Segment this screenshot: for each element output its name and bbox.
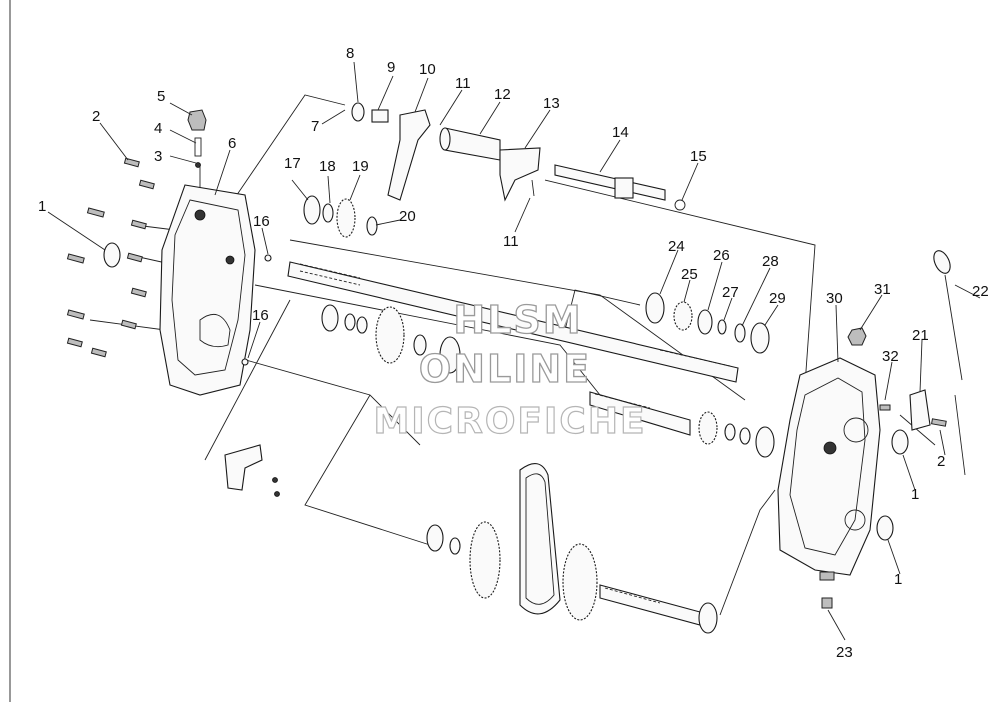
callout-19: 19 — [352, 158, 369, 175]
callout-31: 31 — [874, 281, 891, 298]
main-shaft-gears — [321, 304, 461, 374]
callout-17: 17 — [284, 155, 301, 172]
callout-25: 25 — [681, 266, 698, 283]
left-bolts — [66, 157, 155, 358]
callout-16-lower: 16 — [252, 307, 269, 324]
bracket — [224, 444, 280, 497]
callout-26: 26 — [713, 247, 730, 264]
callout-4: 4 — [154, 120, 162, 137]
callout-21: 21 — [912, 327, 929, 344]
callout-2: 2 — [92, 108, 100, 125]
callout-28: 28 — [762, 253, 779, 270]
callout-22-upper: 22 — [972, 283, 989, 300]
counter-shaft — [589, 391, 775, 458]
small-gear-set — [303, 195, 378, 238]
callout-1-right-lower: 1 — [894, 571, 902, 588]
callout-13: 13 — [543, 95, 560, 112]
callout-23: 23 — [836, 644, 853, 661]
watermark: HLSM ONLINE MICROFICHE — [373, 297, 646, 442]
watermark-line-1: HLSM — [453, 298, 582, 342]
callout-20: 20 — [399, 208, 416, 225]
dowel-pin-lower — [241, 358, 249, 366]
callout-15: 15 — [690, 148, 707, 165]
chain-and-sprockets — [426, 463, 718, 634]
callout-1-right-upper: 1 — [911, 486, 919, 503]
watermark-line-3: MICROFICHE — [373, 401, 646, 442]
callout-11-lower: 11 — [503, 233, 519, 250]
seal-left — [103, 242, 121, 268]
callout-12: 12 — [494, 86, 511, 103]
callout-32: 32 — [882, 348, 899, 365]
callout-14: 14 — [612, 124, 629, 141]
right-side-parts — [821, 327, 947, 609]
detent-plug-spring — [187, 109, 207, 168]
counter-gear-cluster — [645, 292, 770, 354]
callout-24: 24 — [668, 238, 685, 255]
callout-2-right: 2 — [937, 453, 945, 470]
callout-29: 29 — [769, 290, 786, 307]
shift-fork-assembly — [351, 102, 686, 211]
callout-labels: 1 2 3 4 5 6 7 8 9 10 11 11 12 13 14 15 1… — [38, 45, 989, 661]
watermark-line-2: ONLINE — [419, 347, 591, 391]
callout-3: 3 — [154, 148, 162, 165]
callout-5: 5 — [157, 88, 165, 105]
callout-1: 1 — [38, 198, 46, 215]
callout-6: 6 — [228, 135, 236, 152]
callout-9: 9 — [387, 59, 395, 76]
right-case-half — [777, 357, 881, 581]
main-shaft — [287, 261, 739, 383]
dowel-pin-upper — [264, 254, 272, 262]
callout-7: 7 — [311, 118, 319, 135]
left-case-half — [159, 184, 256, 396]
callout-leaders — [47, 61, 981, 641]
callout-10: 10 — [419, 61, 436, 78]
callout-16-upper: 16 — [253, 213, 270, 230]
callout-27: 27 — [722, 284, 739, 301]
callout-11-upper: 11 — [455, 75, 471, 92]
callout-30: 30 — [826, 290, 843, 307]
callout-8: 8 — [346, 45, 354, 62]
callout-18: 18 — [319, 158, 336, 175]
dipstick — [933, 250, 963, 381]
